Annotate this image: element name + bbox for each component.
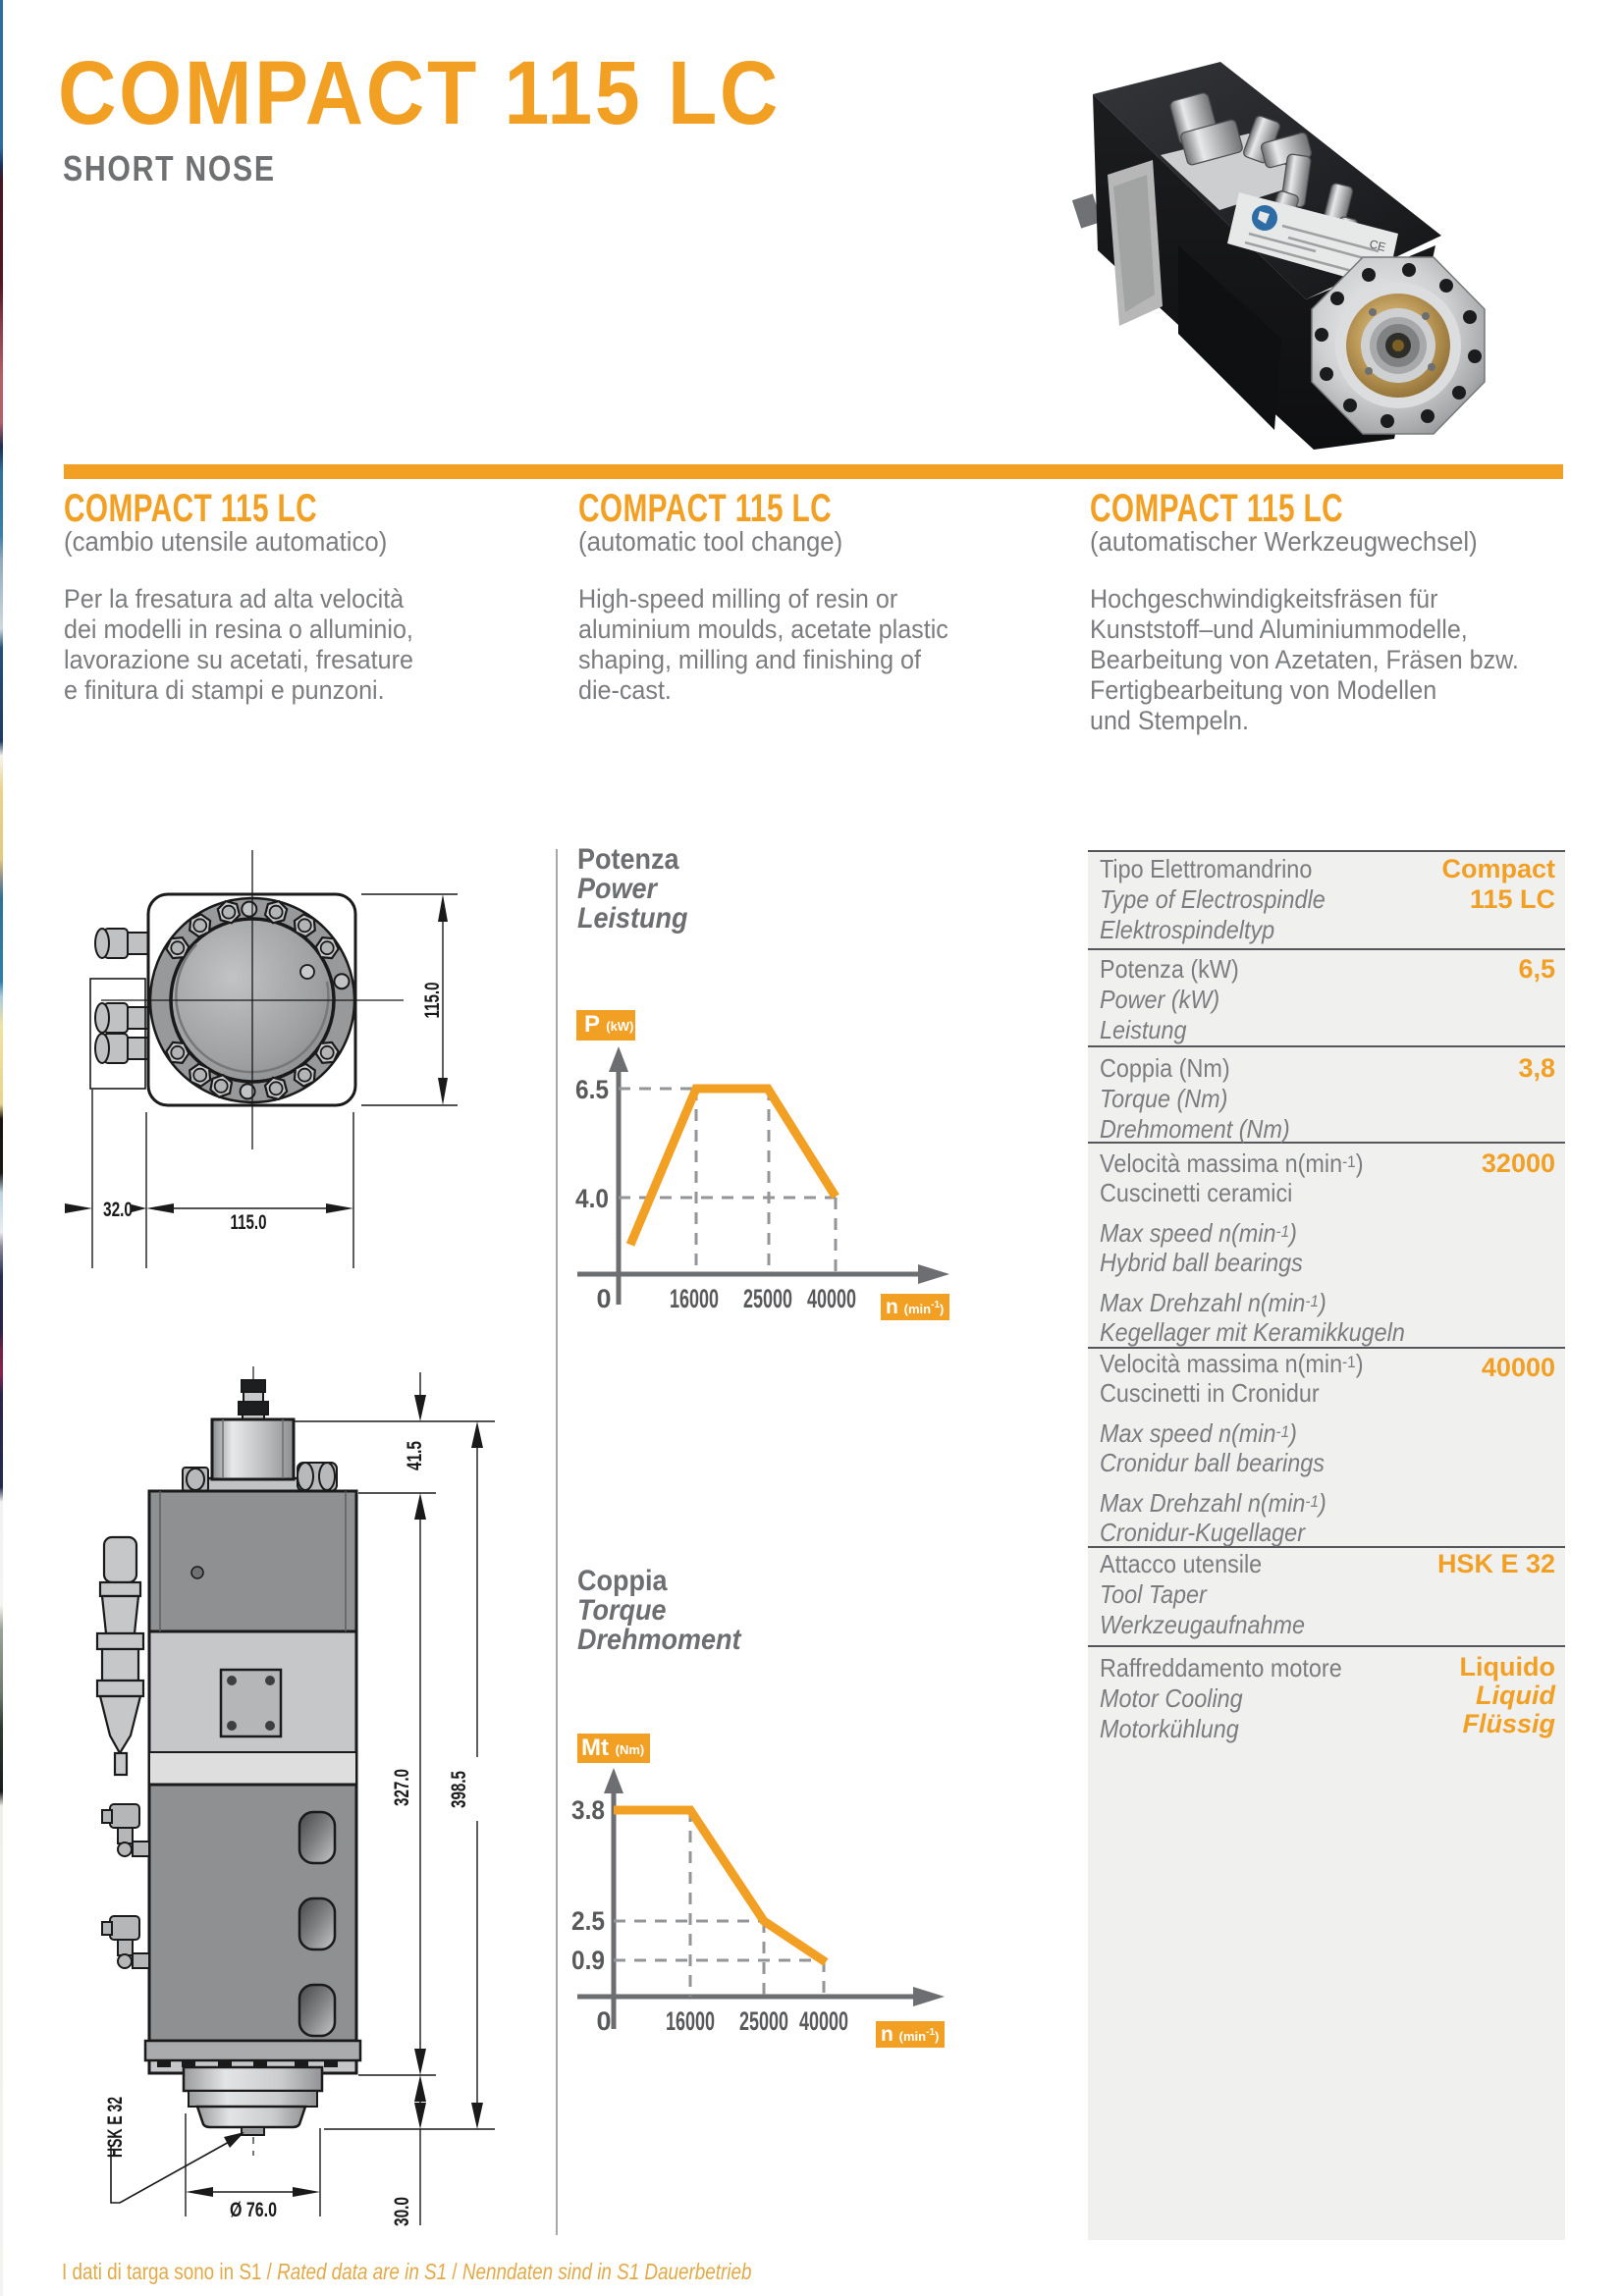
svg-text:16000: 16000 xyxy=(670,1284,719,1313)
svg-text:25000: 25000 xyxy=(739,2006,788,2036)
svg-text:30.0: 30.0 xyxy=(391,2197,413,2226)
svg-text:4.0: 4.0 xyxy=(575,1184,609,1213)
svg-text:41.5: 41.5 xyxy=(404,1441,426,1470)
svg-text:HSK E 32: HSK E 32 xyxy=(104,2097,127,2158)
svg-text:0: 0 xyxy=(596,2006,611,2036)
svg-text:Ø 76.0: Ø 76.0 xyxy=(230,2199,277,2221)
svg-text:398.5: 398.5 xyxy=(448,1771,470,1808)
svg-text:40000: 40000 xyxy=(807,1284,856,1313)
svg-text:2.5: 2.5 xyxy=(571,1906,605,1936)
svg-text:40000: 40000 xyxy=(799,2006,848,2036)
svg-text:32.0: 32.0 xyxy=(103,1199,133,1221)
svg-text:115.0: 115.0 xyxy=(231,1211,267,1234)
svg-text:0: 0 xyxy=(596,1284,611,1313)
svg-text:CE: CE xyxy=(1368,237,1387,254)
svg-text:n (min-1): n (min-1) xyxy=(886,1296,944,1318)
svg-text:115.0: 115.0 xyxy=(421,983,444,1019)
svg-text:327.0: 327.0 xyxy=(391,1769,413,1806)
svg-text:n (min-1): n (min-1) xyxy=(881,2023,939,2046)
svg-text:0.9: 0.9 xyxy=(571,1946,605,1975)
svg-text:16000: 16000 xyxy=(666,2006,715,2036)
svg-text:3.8: 3.8 xyxy=(571,1795,605,1825)
svg-text:6.5: 6.5 xyxy=(575,1075,609,1104)
svg-text:25000: 25000 xyxy=(743,1284,792,1313)
